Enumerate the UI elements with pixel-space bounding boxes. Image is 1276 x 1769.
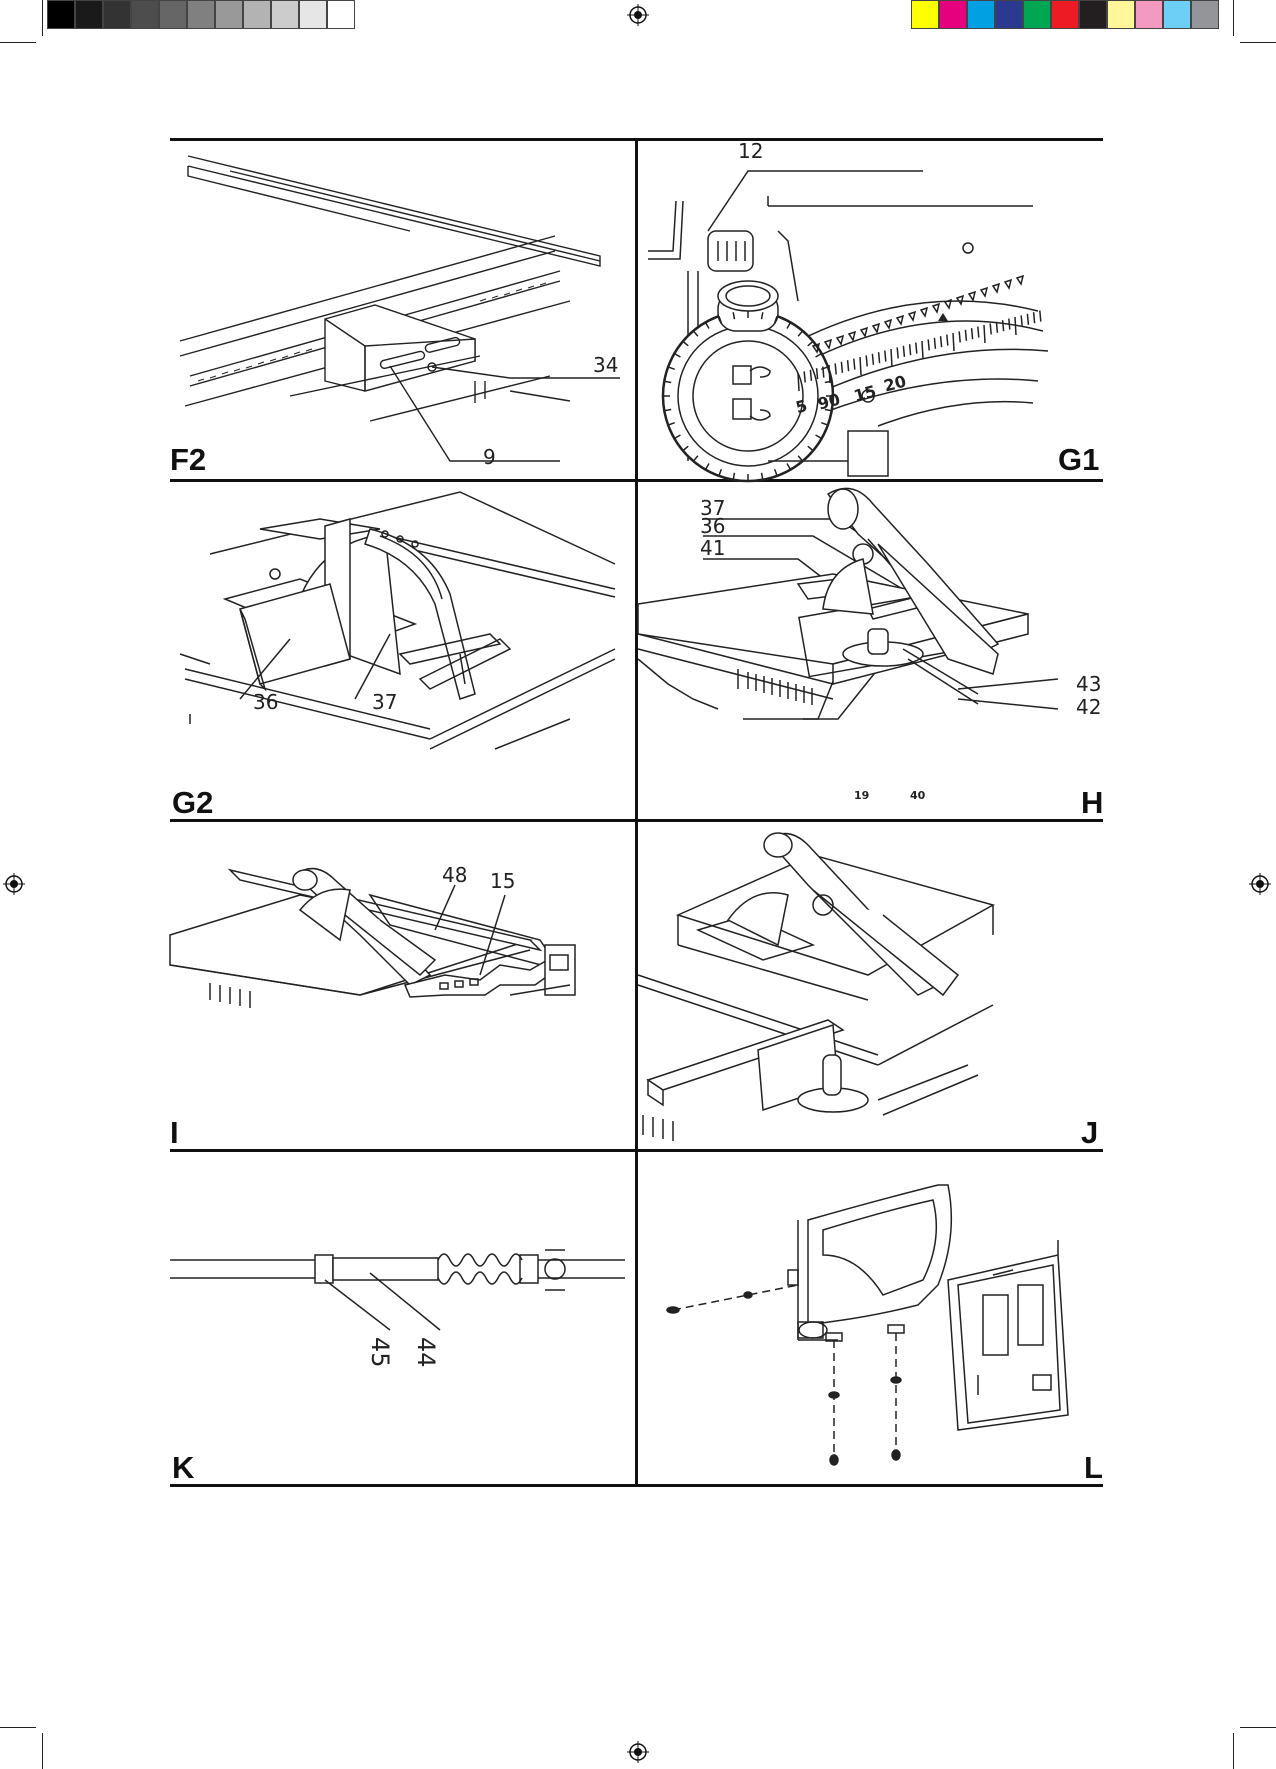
callout-19: 19 [854, 790, 869, 801]
callout-36: 36 [253, 692, 278, 712]
miter-knob-drawing [638, 141, 1103, 479]
dust-shroud-exploded-drawing [638, 1155, 1103, 1487]
calibration-swatch [243, 0, 271, 29]
panel-g2: 36 37 G2 [170, 484, 635, 821]
callout-45: 45 [368, 1337, 392, 1368]
calibration-swatch [47, 0, 75, 29]
panel-i: 48 15 I [170, 825, 635, 1152]
panel-label-g2: G2 [172, 787, 213, 818]
calibration-swatch [1191, 0, 1219, 29]
registration-mark-icon [3, 873, 25, 895]
callout-12: 12 [738, 141, 763, 161]
panel-k: 44 45 K [170, 1155, 635, 1487]
spring-rod-drawing [170, 1155, 635, 1487]
panel-label-k: K [172, 1452, 194, 1483]
calibration-swatch [271, 0, 299, 29]
calibration-swatch [911, 0, 939, 29]
panel-j: J [638, 825, 1103, 1152]
calibration-swatch [299, 0, 327, 29]
square-blade-drawing [170, 484, 635, 821]
calibration-swatch [1023, 0, 1051, 29]
fence-clamp-drawing [170, 141, 635, 479]
callout-40: 40 [910, 790, 925, 801]
calibration-swatch [327, 0, 355, 29]
panel-label-i: I [170, 1117, 179, 1148]
callout-34: 34 [593, 355, 618, 375]
calibration-swatch [939, 0, 967, 29]
calibration-swatch [967, 0, 995, 29]
calibration-swatch [159, 0, 187, 29]
callout-37: 37 [372, 692, 397, 712]
crop-mark [1240, 42, 1276, 43]
color-calibration-bar [911, 0, 1219, 29]
calibration-swatch [131, 0, 159, 29]
registration-mark-icon [627, 4, 649, 26]
miter-gauge-drawing [638, 825, 1103, 1152]
panel-label-l: L [1084, 1452, 1103, 1483]
panel-label-f2: F2 [170, 444, 206, 475]
registration-mark-icon [1249, 873, 1271, 895]
crop-mark [1233, 1733, 1234, 1769]
calibration-swatch [75, 0, 103, 29]
callout-48: 48 [442, 865, 467, 885]
callout-15: 15 [490, 871, 515, 891]
panel-label-h: H [1081, 787, 1103, 818]
crop-mark [42, 1733, 43, 1769]
crop-mark [0, 42, 36, 43]
calibration-swatch [187, 0, 215, 29]
calibration-swatch [1135, 0, 1163, 29]
calibration-swatch [1163, 0, 1191, 29]
calibration-swatch [1051, 0, 1079, 29]
crop-mark [42, 0, 43, 36]
panel-f2: 34 9 F2 [170, 141, 635, 479]
callout-41: 41 [700, 538, 725, 558]
crop-mark [1240, 1727, 1276, 1728]
registration-mark-icon [627, 1741, 649, 1763]
gray-calibration-bar [47, 0, 355, 29]
callout-44: 44 [414, 1337, 438, 1368]
crop-mark [1233, 0, 1234, 36]
callout-36: 36 [700, 516, 725, 536]
calibration-swatch [1079, 0, 1107, 29]
calibration-swatch [1107, 0, 1135, 29]
panel-label-g1: G1 [1058, 444, 1099, 475]
calibration-swatch [215, 0, 243, 29]
calibration-swatch [995, 0, 1023, 29]
panel-g1: 12 5 90 15 20 G1 [638, 141, 1103, 479]
rip-fence-drawing [170, 825, 635, 1152]
callout-43: 43 [1076, 674, 1101, 694]
calibration-swatch [103, 0, 131, 29]
crop-mark [0, 1727, 36, 1728]
callout-42: 42 [1076, 697, 1101, 717]
panel-l: L [638, 1155, 1103, 1487]
panel-h: 37 36 41 43 42 19 40 H [638, 484, 1103, 821]
panel-label-j: J [1081, 1117, 1098, 1148]
callout-9: 9 [483, 447, 496, 467]
